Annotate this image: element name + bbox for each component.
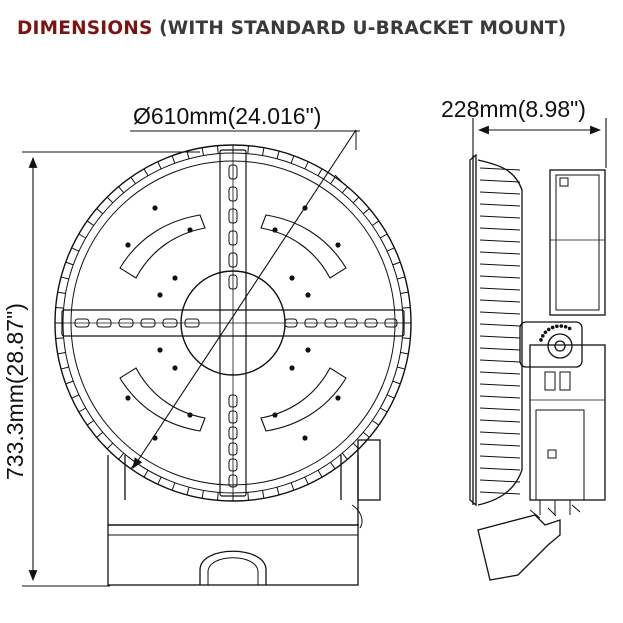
arm-slots (74, 164, 398, 488)
title-rest: (WITH STANDARD U-BRACKET MOUNT) (152, 18, 567, 39)
height-label: 733.3mm(28.87") (2, 303, 28, 480)
page-title: DIMENSIONS (WITH STANDARD U-BRACKET MOUN… (17, 18, 566, 39)
title-accent: DIMENSIONS (17, 18, 153, 39)
height-dimension (22, 151, 200, 587)
u-bracket (107, 439, 381, 586)
vent-slots (119, 214, 347, 432)
front-view (54, 129, 412, 586)
depth-label: 228mm(8.98") (441, 96, 586, 122)
diameter-leader (132, 129, 357, 469)
side-view (469, 153, 606, 581)
diameter-label: Ø610mm(24.016") (133, 103, 321, 129)
depth-dimension (472, 118, 607, 168)
rim-ticks (55, 145, 411, 501)
